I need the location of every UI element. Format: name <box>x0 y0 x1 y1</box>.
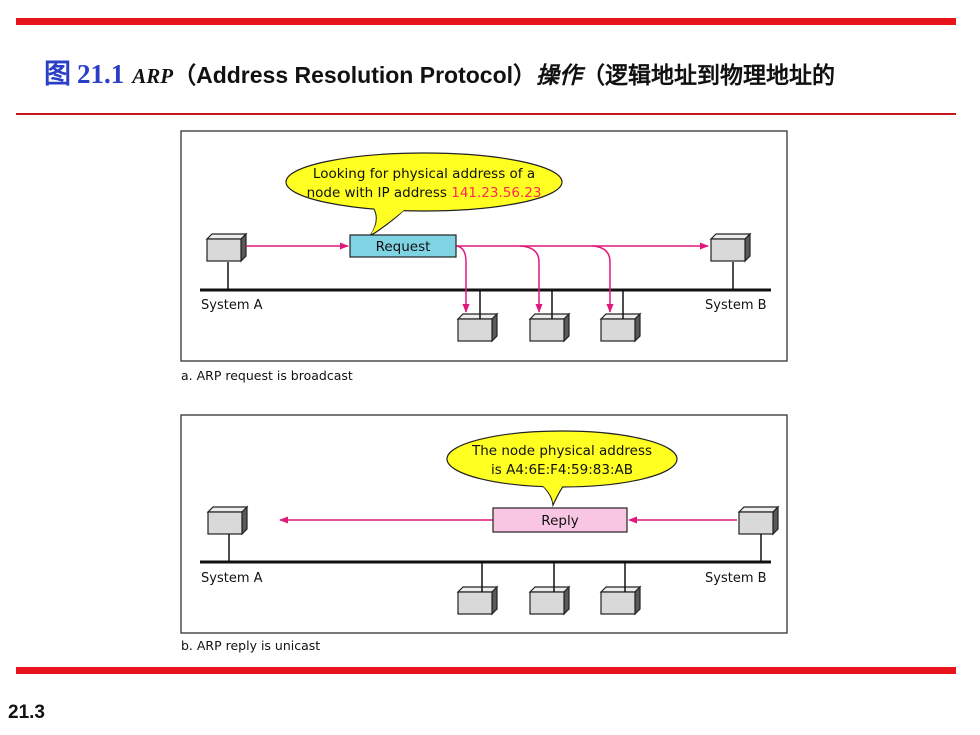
panel-a-bubble-prefix: node with IP address <box>307 185 452 201</box>
panel-a-speech-bubble: Looking for physical address of a node w… <box>285 152 563 237</box>
figure-label: 图 <box>44 59 71 90</box>
reply-packet-label: Reply <box>541 513 578 529</box>
panel-b-bubble-line2: is A4:6E:F4:59:83:AB <box>491 462 633 478</box>
panel-b-system-a-label: System A <box>201 571 263 586</box>
panel-a-bubble-line1: Looking for physical address of a <box>313 166 535 182</box>
panel-a-system-b-node <box>710 233 751 262</box>
title-protocol: Address Resolution Protocol <box>196 62 514 88</box>
panel-a-ip-address: 141.23.56.23 <box>451 185 541 201</box>
title-rest: （逻辑地址到物理地址的 <box>582 62 836 89</box>
panel-a-branch-arrow-1 <box>455 245 470 313</box>
panel-a-branch-arrow-3 <box>591 245 614 313</box>
title-operation: 操作 <box>536 62 583 89</box>
panel-b-system-a-node <box>207 506 248 535</box>
panel-b-system-b-node <box>738 506 779 535</box>
page-number: 21.3 <box>8 702 45 723</box>
panel-b-system-b-label: System B <box>705 571 767 586</box>
title-close-paren: ） <box>513 62 537 88</box>
figure-number: 21.1 <box>77 59 125 89</box>
title-open-paren: （ <box>173 62 197 88</box>
panel-a-bubble-line2: node with IP address 141.23.56.23 <box>307 185 542 201</box>
panel-a-node-3 <box>600 313 641 342</box>
panel-b-node-3 <box>600 586 641 615</box>
request-packet <box>349 234 457 258</box>
panel-a-system-b-label: System B <box>705 298 767 313</box>
panel-b-caption: b. ARP reply is unicast <box>181 638 320 653</box>
panel-a-node-2 <box>529 313 570 342</box>
reply-packet <box>492 507 628 533</box>
request-packet-label: Request <box>376 239 431 255</box>
panel-b-speech-bubble: The node physical address is A4:6E:F4:59… <box>446 430 678 508</box>
bottom-red-bar <box>16 667 956 674</box>
panel-b-node-2 <box>529 586 570 615</box>
panel-a-caption: a. ARP request is broadcast <box>181 368 353 383</box>
panel-a-system-a-label: System A <box>201 298 263 313</box>
panel-a-branch-arrow-2 <box>519 245 543 313</box>
title-underline <box>16 113 956 115</box>
panel-b: The node physical address is A4:6E:F4:59… <box>180 414 788 653</box>
panel-a-system-a-node <box>206 233 247 262</box>
top-red-bar <box>16 18 956 25</box>
slide-title: 图 21.1 ARP （ Address Resolution Protocol… <box>44 52 835 92</box>
panel-b-bubble-line1: The node physical address <box>471 443 652 459</box>
panel-b-node-1 <box>457 586 498 615</box>
title-arp: ARP <box>132 64 174 88</box>
panel-a-node-1 <box>457 313 498 342</box>
panel-a: Looking for physical address of a node w… <box>180 130 788 383</box>
